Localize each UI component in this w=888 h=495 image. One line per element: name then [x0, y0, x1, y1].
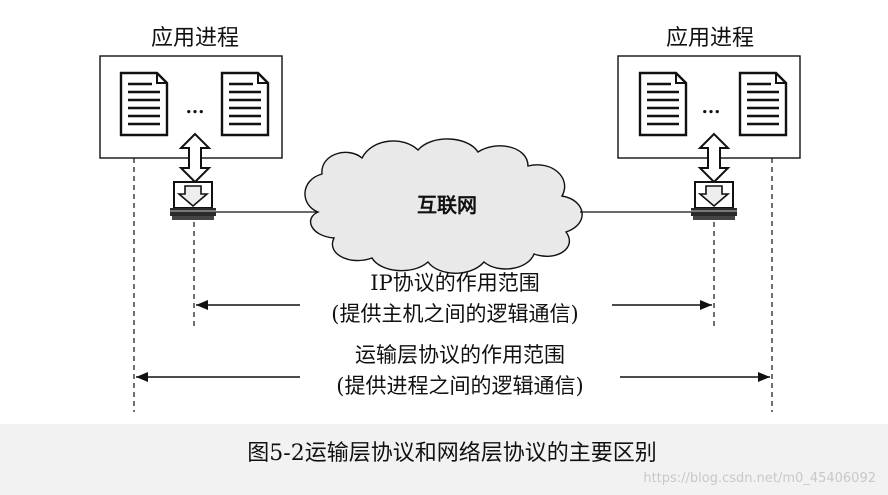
figure-caption: 图5-2运输层协议和网络层协议的主要区别	[247, 441, 656, 466]
right-process-document-icon-2	[738, 71, 788, 137]
internet-cloud-label: 互联网	[417, 193, 477, 217]
left-router-icon	[169, 181, 217, 221]
right-host-ellipsis: ...	[702, 97, 721, 118]
internet-cloud-icon	[304, 138, 583, 274]
left-host-ellipsis: ...	[186, 97, 205, 118]
ip-scope-description: (提供主机之间的逻辑通信)	[331, 302, 578, 326]
caption-band	[0, 424, 888, 495]
left-process-document-icon-2	[220, 71, 270, 137]
left-host-title: 应用进程	[151, 26, 239, 51]
right-host-title: 应用进程	[666, 26, 754, 51]
watermark-url: https://blog.csdn.net/m0_45406092	[643, 471, 876, 486]
transport-scope-arrow	[136, 372, 770, 382]
transport-scope-title: 运输层协议的作用范围	[355, 343, 565, 367]
left-process-document-icon-1	[119, 71, 169, 137]
transport-scope-description: (提供进程之间的逻辑通信)	[336, 374, 583, 398]
scope-guide-lines	[133, 158, 773, 412]
right-process-document-icon-1	[638, 71, 688, 137]
right-router-icon	[690, 181, 738, 221]
ip-scope-arrow	[196, 300, 712, 310]
ip-scope-title: IP协议的作用范围	[370, 271, 539, 295]
